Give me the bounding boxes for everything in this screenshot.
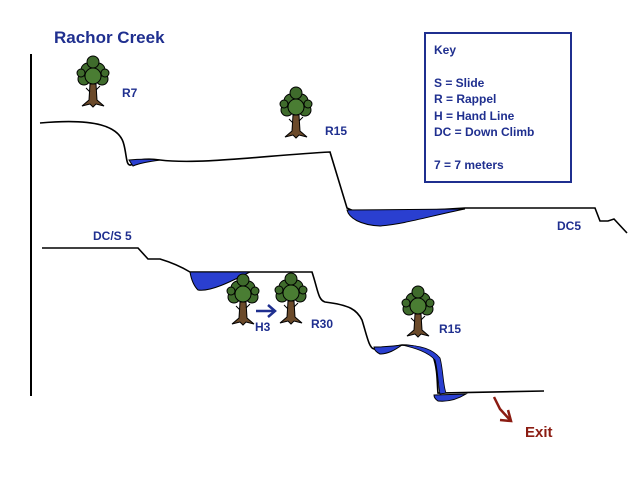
legend-heading: Key — [434, 43, 457, 57]
page-title: Rachor Creek — [54, 28, 165, 47]
label-r30: R30 — [311, 317, 334, 331]
label-r15-lower: R15 — [439, 322, 462, 336]
legend-entry: S = Slide — [434, 75, 485, 90]
arrow-right-icon — [256, 304, 277, 318]
legend-entry: R = Rappel — [434, 92, 497, 106]
label-r7: R7 — [122, 86, 138, 100]
label-h3: H3 — [255, 320, 271, 334]
lower-pool-2 — [373, 344, 403, 355]
label-dc5: DC5 — [557, 219, 582, 233]
tree-icon — [76, 55, 110, 108]
legend-scale-note: 7 = 7 meters — [434, 157, 504, 172]
label-exit: Exit — [525, 424, 553, 441]
lower-waterfall — [401, 344, 447, 395]
tree-icon — [279, 86, 313, 139]
label-dc-s5: DC/S 5 — [93, 229, 132, 243]
label-r15-upper: R15 — [325, 124, 348, 138]
lower-pool-3 — [433, 393, 468, 402]
upper-pool-1 — [128, 158, 161, 167]
arrow-down-right-icon — [492, 396, 513, 423]
tree-icon — [226, 273, 260, 326]
legend-entry: DC = Down Climb — [434, 125, 535, 139]
legend-entry: H = Hand Line — [434, 108, 515, 123]
upper-pool-2 — [346, 208, 466, 227]
tree-icon — [401, 285, 435, 338]
legend-key-box: Key S = Slide R = Rappel H = Hand Line D… — [424, 32, 572, 183]
tree-icon — [274, 272, 308, 325]
